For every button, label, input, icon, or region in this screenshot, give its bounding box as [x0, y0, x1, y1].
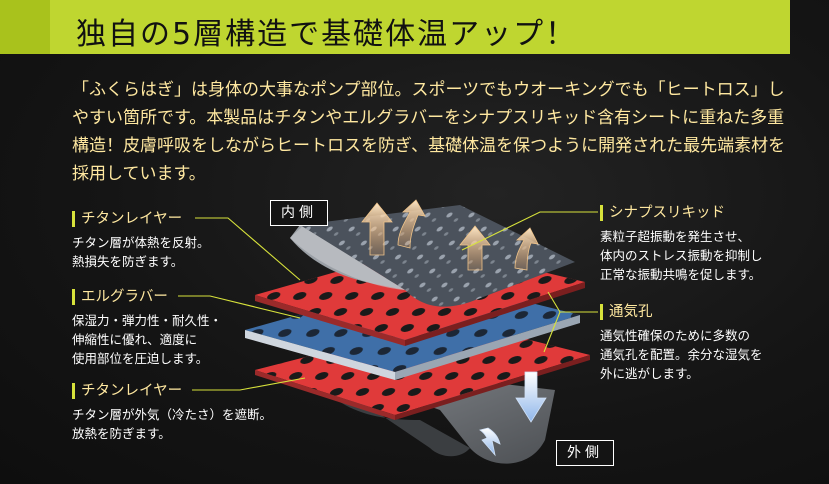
callout-line: チタン層が体熱を反射。: [72, 235, 210, 250]
callout-titanium-inner: チタンレイヤー チタン層が体熱を反射。 熱損失を防ぎます。: [72, 211, 210, 271]
callout-body: チタン層が外気（冷たさ）を遮断。 放熱を防ぎます。: [72, 405, 272, 443]
callout-line: 熱損失を防ぎます。: [72, 254, 184, 269]
callout-elgrabber: エルグラバー 保湿力・弾力性・耐久性・ 伸縮性に優れ、適度に 使用部位を圧迫しま…: [72, 289, 222, 368]
callout-heading: 通気孔: [600, 304, 763, 320]
callout-heading: エルグラバー: [72, 289, 222, 305]
callout-body: 保湿力・弾力性・耐久性・ 伸縮性に優れ、適度に 使用部位を圧迫します。: [72, 311, 222, 368]
intro-paragraph: 「ふくらはぎ」は身体の大事なポンプ部位。スポーツでもウオーキングでも「ヒートロス…: [72, 80, 786, 184]
callout-titanium-outer: チタンレイヤー チタン層が外気（冷たさ）を遮断。 放熱を防ぎます。: [72, 383, 272, 443]
callout-body: チタン層が体熱を反射。 熱損失を防ぎます。: [72, 233, 210, 271]
callout-line: 伸縮性に優れ、適度に: [72, 332, 198, 347]
callout-line: 使用部位を圧迫します。: [72, 351, 209, 366]
callout-vent: 通気孔 通気性確保のために多数の 通気孔を配置。余分な湿気を 外に逃がします。: [600, 304, 763, 383]
callout-body: 素粒子超振動を発生させ、 体内のストレス振動を抑制し 正常な振動共鳴を促します。: [600, 227, 763, 284]
callout-line: 保湿力・弾力性・耐久性・: [72, 313, 223, 328]
callout-line: 素粒子超振動を発生させ、: [600, 229, 751, 244]
leader-titanium-inner: [195, 217, 301, 281]
callout-line: チタン層が外気（冷たさ）を遮断。: [72, 407, 273, 422]
callout-line: 体内のストレス振動を抑制し: [600, 248, 763, 263]
leader-lines: [178, 211, 598, 391]
leader-vent-2: [543, 311, 561, 353]
callout-heading: チタンレイヤー: [72, 211, 210, 227]
callout-line: 正常な振動共鳴を促します。: [600, 267, 762, 282]
cool-arrows: [479, 371, 547, 457]
callout-line: 放熱を防ぎます。: [72, 426, 171, 441]
callout-heading: シナプスリキッド: [600, 205, 763, 221]
synapse-liquid-layer: [290, 205, 575, 307]
title-bar: 独自の5層構造で基礎体温アップ！: [0, 0, 790, 54]
callout-line: 通気孔を配置。余分な湿気を: [600, 347, 763, 362]
title-bar-accent: [0, 0, 50, 54]
callout-body: 通気性確保のために多数の 通気孔を配置。余分な湿気を 外に逃がします。: [600, 326, 763, 383]
callout-line: 外に逃がします。: [600, 366, 699, 381]
callout-line: 通気性確保のために多数の: [600, 328, 751, 343]
heat-arrows: [361, 199, 539, 271]
page-title: 独自の5層構造で基礎体温アップ！: [76, 17, 578, 52]
callout-synapse: シナプスリキッド 素粒子超振動を発生させ、 体内のストレス振動を抑制し 正常な振…: [600, 205, 763, 284]
leader-titanium-outer: [192, 377, 306, 391]
callout-heading: チタンレイヤー: [72, 383, 272, 399]
leader-synapse: [461, 211, 598, 251]
inside-label: 内側: [270, 200, 328, 226]
leader-elgrabber: [178, 295, 301, 319]
outside-label: 外側: [556, 440, 614, 466]
